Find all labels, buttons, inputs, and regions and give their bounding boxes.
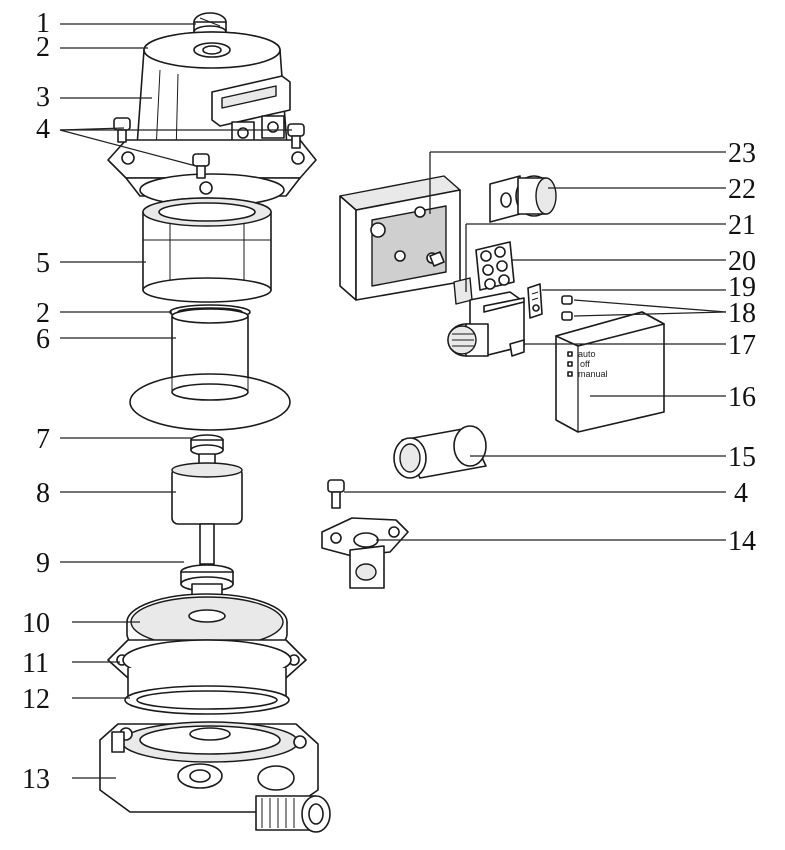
part-8-rotor xyxy=(171,453,243,565)
callout-23: 23 xyxy=(728,138,756,169)
callout-19: 19 xyxy=(728,272,756,303)
part-17-selector-switch xyxy=(447,277,525,357)
callout-14: 14 xyxy=(728,526,756,557)
part-4-screw-right xyxy=(327,479,345,509)
callout-9: 9 xyxy=(36,548,50,579)
callout-1: 1 xyxy=(36,8,50,39)
callout-8: 8 xyxy=(36,478,50,509)
leader-lines xyxy=(59,23,727,779)
callout-16: 16 xyxy=(728,382,756,413)
callout-12: 12 xyxy=(22,684,50,715)
panel-label-manual: manual xyxy=(578,369,608,379)
part-18-screws xyxy=(561,295,573,321)
part-22-cable-gland xyxy=(489,175,557,223)
callout-13: 13 xyxy=(22,764,50,795)
part-10-impeller xyxy=(126,593,288,663)
callout-labels: 1 2 3 4 5 2 6 7 8 9 10 11 12 13 23 22 21… xyxy=(22,8,756,795)
part-4-screws-top xyxy=(113,117,305,179)
part-7-coupling xyxy=(190,434,224,456)
part-23-junction-box xyxy=(339,175,461,301)
part-3-head-flange xyxy=(107,139,317,207)
callout-7: 7 xyxy=(36,424,50,455)
part-20-terminal-block xyxy=(475,241,515,291)
callout-11: 11 xyxy=(22,648,49,679)
callout-5: 5 xyxy=(36,248,50,279)
part-16-front-panel: auto off manual xyxy=(555,311,665,433)
part-13-pump-housing xyxy=(99,721,331,833)
callout-22: 22 xyxy=(728,174,756,205)
part-14-sensor-bracket xyxy=(321,517,409,589)
callout-10: 10 xyxy=(22,608,50,639)
callout-4-right: 4 xyxy=(734,478,748,509)
callout-20: 20 xyxy=(728,246,756,277)
callout-4: 4 xyxy=(36,114,50,145)
part-19-bracket xyxy=(527,283,543,319)
callout-2-lower: 2 xyxy=(36,298,50,329)
part-12-gasket xyxy=(124,685,290,715)
panel-label-off: off xyxy=(580,359,590,369)
part-5-coupling-nut xyxy=(142,197,272,303)
callout-3: 3 xyxy=(36,82,50,113)
part-6-spindle-tube xyxy=(129,308,291,431)
callout-15: 15 xyxy=(728,442,756,473)
callout-21: 21 xyxy=(728,210,756,241)
part-15-capacitor xyxy=(393,425,487,479)
callout-18: 18 xyxy=(728,298,756,329)
callout-6: 6 xyxy=(36,324,50,355)
callout-2: 2 xyxy=(36,32,50,63)
panel-label-auto: auto xyxy=(578,349,596,359)
callout-17: 17 xyxy=(728,330,756,361)
